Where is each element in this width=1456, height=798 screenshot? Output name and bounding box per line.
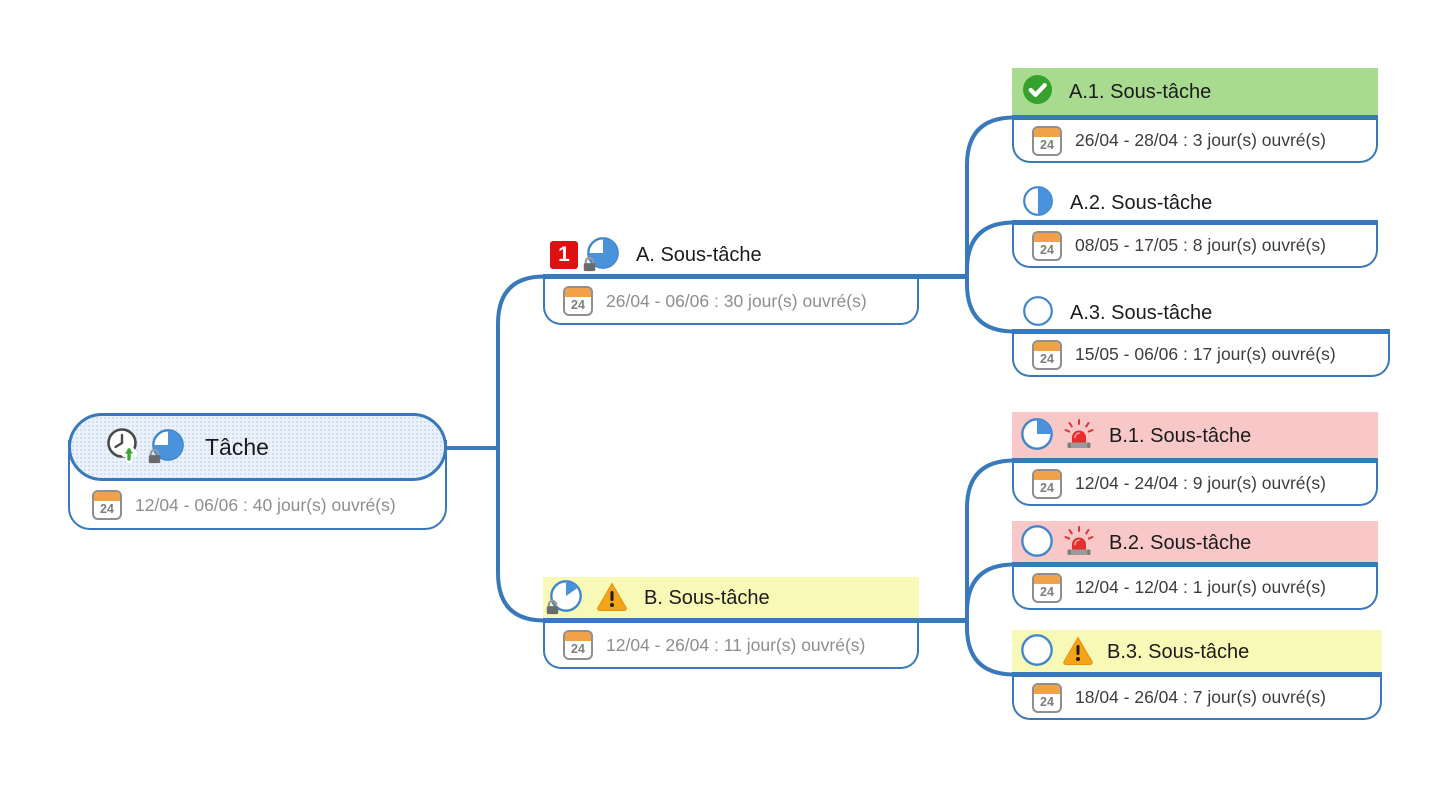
b1-title: B.1. Sous-tâche <box>1109 424 1252 447</box>
progress-75-icon <box>583 236 620 275</box>
node-b1[interactable]: B.1. Sous-tâche <box>1020 417 1252 456</box>
a3-date-box[interactable]: 24 15/05 - 06/06 : 17 jour(s) ouvré(s) <box>1012 329 1390 377</box>
root-node[interactable]: Tâche <box>68 413 447 481</box>
b-date-box[interactable]: 24 12/04 - 26/04 : 11 jour(s) ouvré(s) <box>543 618 919 669</box>
a3-title: A.3. Sous-tâche <box>1070 301 1213 324</box>
lock-icon <box>581 255 598 277</box>
a1-date-text: 26/04 - 28/04 : 3 jour(s) ouvré(s) <box>1075 130 1326 150</box>
b-date-text: 12/04 - 26/04 : 11 jour(s) ouvré(s) <box>606 634 866 655</box>
node-a2[interactable]: A.2. Sous-tâche <box>1022 185 1212 221</box>
node-b[interactable]: B. Sous-tâche <box>546 579 770 618</box>
calendar-icon: 24 <box>1032 572 1062 603</box>
node-a1[interactable]: A.1. Sous-tâche <box>1022 74 1211 110</box>
progress-0-icon <box>1020 633 1054 672</box>
b1-date-box[interactable]: 24 12/04 - 24/04 : 9 jour(s) ouvré(s) <box>1012 458 1378 506</box>
progress-0-icon <box>1022 295 1054 332</box>
b3-date-text: 18/04 - 26/04 : 7 jour(s) ouvré(s) <box>1075 687 1326 707</box>
calendar-icon: 24 <box>1032 468 1062 499</box>
node-a[interactable]: 1 A. Sous-tâche <box>550 236 762 275</box>
clock-postpone-icon <box>105 426 143 469</box>
warning-icon <box>596 581 628 616</box>
calendar-icon: 24 <box>1032 682 1062 713</box>
b2-date-box[interactable]: 24 12/04 - 12/04 : 1 jour(s) ouvré(s) <box>1012 562 1378 610</box>
calendar-icon: 24 <box>1032 339 1062 370</box>
progress-50-icon <box>1022 185 1054 222</box>
trunk-a-b <box>496 274 546 623</box>
a-date-text: 26/04 - 06/06 : 30 jour(s) ouvré(s) <box>606 290 867 311</box>
a-title: A. Sous-tâche <box>636 243 762 266</box>
calendar-icon: 24 <box>563 630 593 660</box>
b1-date-text: 12/04 - 24/04 : 9 jour(s) ouvré(s) <box>1075 473 1326 493</box>
calendar-icon: 24 <box>1032 230 1062 261</box>
root-title: Tâche <box>205 433 269 460</box>
calendar-icon: 24 <box>92 490 122 520</box>
elbow-b2 <box>965 562 1015 613</box>
a2-title: A.2. Sous-tâche <box>1070 191 1213 214</box>
lock-icon <box>146 447 163 469</box>
a3-date-text: 15/05 - 06/06 : 17 jour(s) ouvré(s) <box>1075 344 1336 364</box>
elbow-a2 <box>965 220 1015 271</box>
node-b2[interactable]: B.2. Sous-tâche <box>1020 524 1252 563</box>
warning-icon <box>1062 635 1094 670</box>
lock-icon <box>544 598 561 620</box>
trunk-b-children <box>965 458 1015 677</box>
priority-1-icon: 1 <box>550 241 578 269</box>
a1-title: A.1. Sous-tâche <box>1069 80 1212 103</box>
alarm-icon <box>1062 525 1096 562</box>
alarm-icon <box>1062 418 1096 455</box>
a1-date-box[interactable]: 24 26/04 - 28/04 : 3 jour(s) ouvré(s) <box>1012 115 1378 163</box>
a2-date-text: 08/05 - 17/05 : 8 jour(s) ouvré(s) <box>1075 235 1326 255</box>
node-a3[interactable]: A.3. Sous-tâche <box>1022 295 1212 331</box>
calendar-icon-header <box>94 492 120 501</box>
a-date-box[interactable]: 24 26/04 - 06/06 : 30 jour(s) ouvré(s) <box>543 274 919 325</box>
progress-25-icon <box>1020 417 1054 456</box>
b2-date-text: 12/04 - 12/04 : 1 jour(s) ouvré(s) <box>1075 577 1326 597</box>
a2-date-box[interactable]: 24 08/05 - 17/05 : 8 jour(s) ouvré(s) <box>1012 220 1378 268</box>
calendar-icon: 24 <box>563 286 593 316</box>
calendar-icon: 24 <box>1032 125 1062 156</box>
b3-date-box[interactable]: 24 18/04 - 26/04 : 7 jour(s) ouvré(s) <box>1012 672 1382 720</box>
progress-0-icon <box>1020 524 1054 563</box>
b-title: B. Sous-tâche <box>644 586 770 609</box>
node-b3[interactable]: B.3. Sous-tâche <box>1020 633 1250 672</box>
progress-75-icon <box>148 428 185 467</box>
progress-15-icon <box>546 579 583 618</box>
calendar-icon-label: 24 <box>100 502 114 516</box>
trunk-a-children <box>965 115 1015 334</box>
b3-title: B.3. Sous-tâche <box>1107 640 1250 663</box>
highlight-a1 <box>1012 68 1378 115</box>
b2-title: B.2. Sous-tâche <box>1109 531 1252 554</box>
root-date-text: 12/04 - 06/06 : 40 jour(s) ouvré(s) <box>135 494 396 515</box>
done-check-icon <box>1022 74 1053 110</box>
